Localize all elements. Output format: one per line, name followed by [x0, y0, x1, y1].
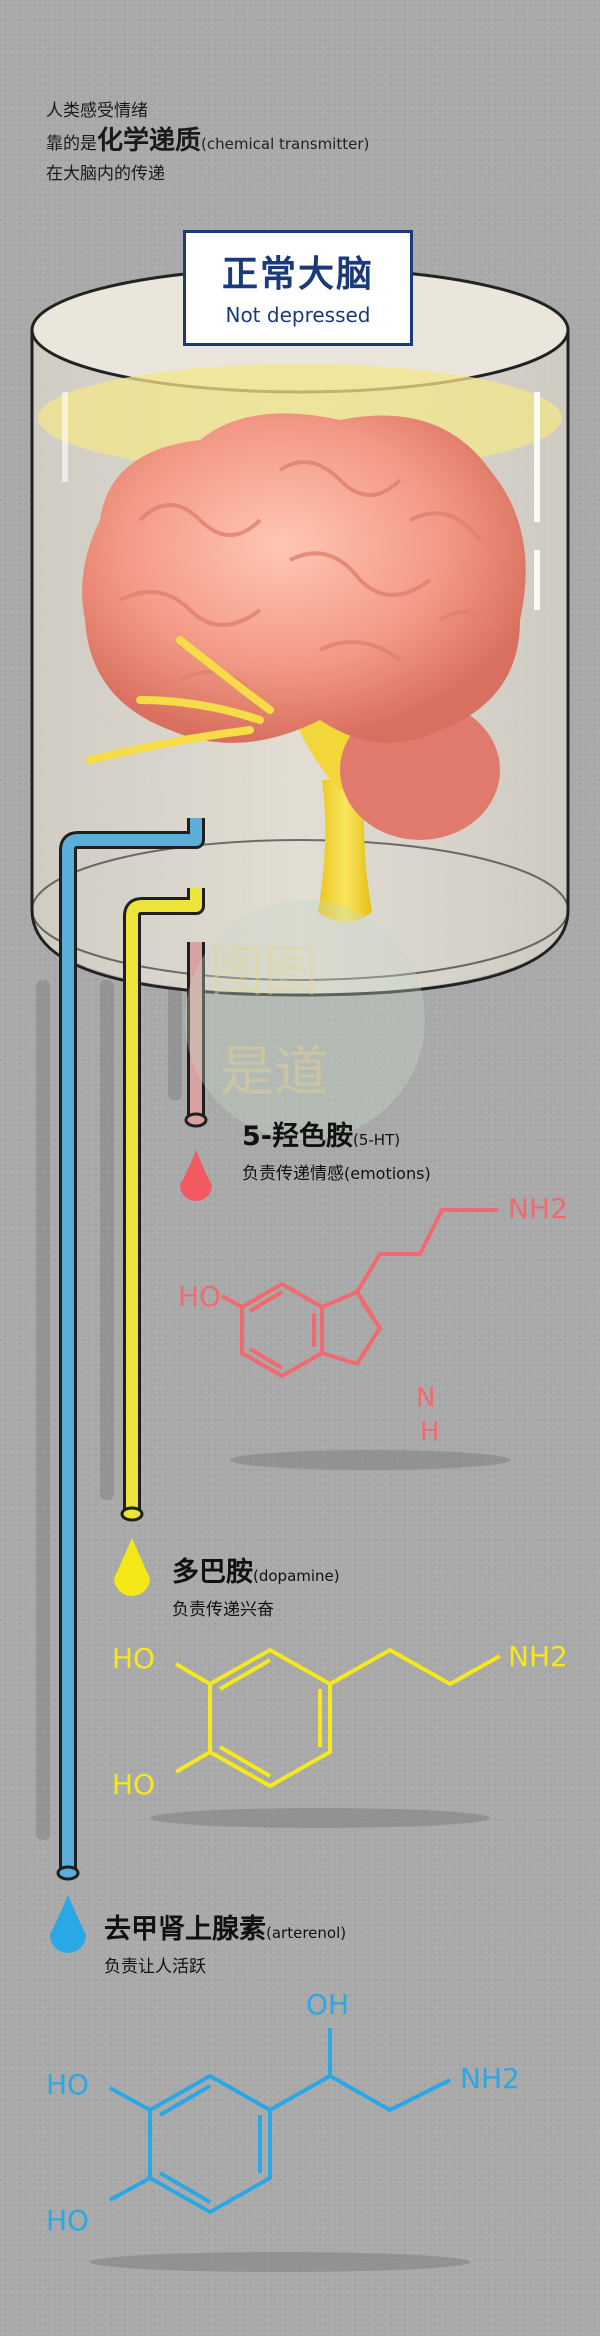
formula-label-h: H — [420, 1417, 440, 1447]
sign-title: 正常大脑 — [221, 254, 374, 295]
dopamine-desc: 负责传递兴奋 — [172, 1600, 274, 1620]
serotonin-desc: 负责传递情感 — [242, 1164, 344, 1184]
intro-highlight: 化学递质 — [97, 126, 202, 156]
formula-shadow — [150, 1808, 490, 1828]
jar-sign: 正常大脑 Not depressed — [183, 230, 413, 346]
formula-shadow — [90, 2252, 470, 2272]
formula-label-ho: HO — [112, 1768, 155, 1801]
formula-shadow — [230, 1450, 510, 1470]
dopamine-formula — [174, 1648, 501, 1788]
formula-label-oh: OH — [306, 1988, 349, 2021]
dopamine-name: 多巴胺 — [172, 1557, 253, 1588]
svg-text:图图: 图图 — [210, 940, 318, 1003]
serotonin-abbr: (5-HT) — [353, 1131, 401, 1149]
norepinephrine-name: 去甲肾上腺素 — [104, 1914, 266, 1945]
intro-line-2: 靠的是化学递质(chemical transmitter) — [46, 126, 370, 156]
serotonin-desc-en: (emotions) — [344, 1164, 431, 1183]
norepinephrine-label: 去甲肾上腺素(arterenol) 负责让人活跃 — [104, 1907, 346, 1977]
droplet-yellow-icon — [113, 1538, 150, 1597]
pipe-yellow — [120, 888, 205, 1522]
droplet-blue-icon — [49, 1895, 86, 1954]
formula-label-ho: HO — [46, 2068, 89, 2101]
intro-text: 人类感受情绪 靠的是化学递质(chemical transmitter) 在大脑… — [46, 96, 369, 189]
serotonin-name: 5-羟色胺 — [242, 1121, 353, 1152]
norepinephrine-formula — [109, 2028, 451, 2214]
pipe-blue — [56, 818, 205, 1881]
formula-label-ho: HO — [46, 2204, 89, 2237]
serotonin-label: 5-羟色胺(5-HT) 负责传递情感(emotions) — [242, 1114, 431, 1184]
formula-label-ho: HO — [112, 1642, 155, 1675]
formula-label-nh2: NH2 — [508, 1640, 568, 1673]
formula-label-nh2: NH2 — [460, 2062, 520, 2095]
dopamine-label: 多巴胺(dopamine) 负责传递兴奋 — [172, 1550, 340, 1620]
sign-subtitle: Not depressed — [225, 303, 371, 327]
norepinephrine-desc: 负责让人活跃 — [104, 1957, 206, 1977]
watermark: 图图 是道 — [185, 900, 425, 1140]
droplet-red-icon — [180, 1150, 212, 1201]
svg-text:是道: 是道 — [220, 1040, 328, 1103]
pipe-shadows — [36, 980, 182, 1840]
formula-label-ho: HO — [178, 1280, 221, 1313]
pipe-pink — [184, 942, 208, 1128]
norepinephrine-abbr: (arterenol) — [266, 1924, 347, 1942]
intro-line-1: 人类感受情绪 — [46, 101, 148, 121]
intro-line-3: 在大脑内的传递 — [46, 164, 165, 184]
formula-label-nh2: NH2 — [508, 1192, 568, 1225]
formula-label-nh: N — [416, 1383, 435, 1413]
brain — [82, 413, 526, 922]
dopamine-abbr: (dopamine) — [253, 1567, 340, 1585]
serotonin-formula — [221, 1208, 498, 1378]
